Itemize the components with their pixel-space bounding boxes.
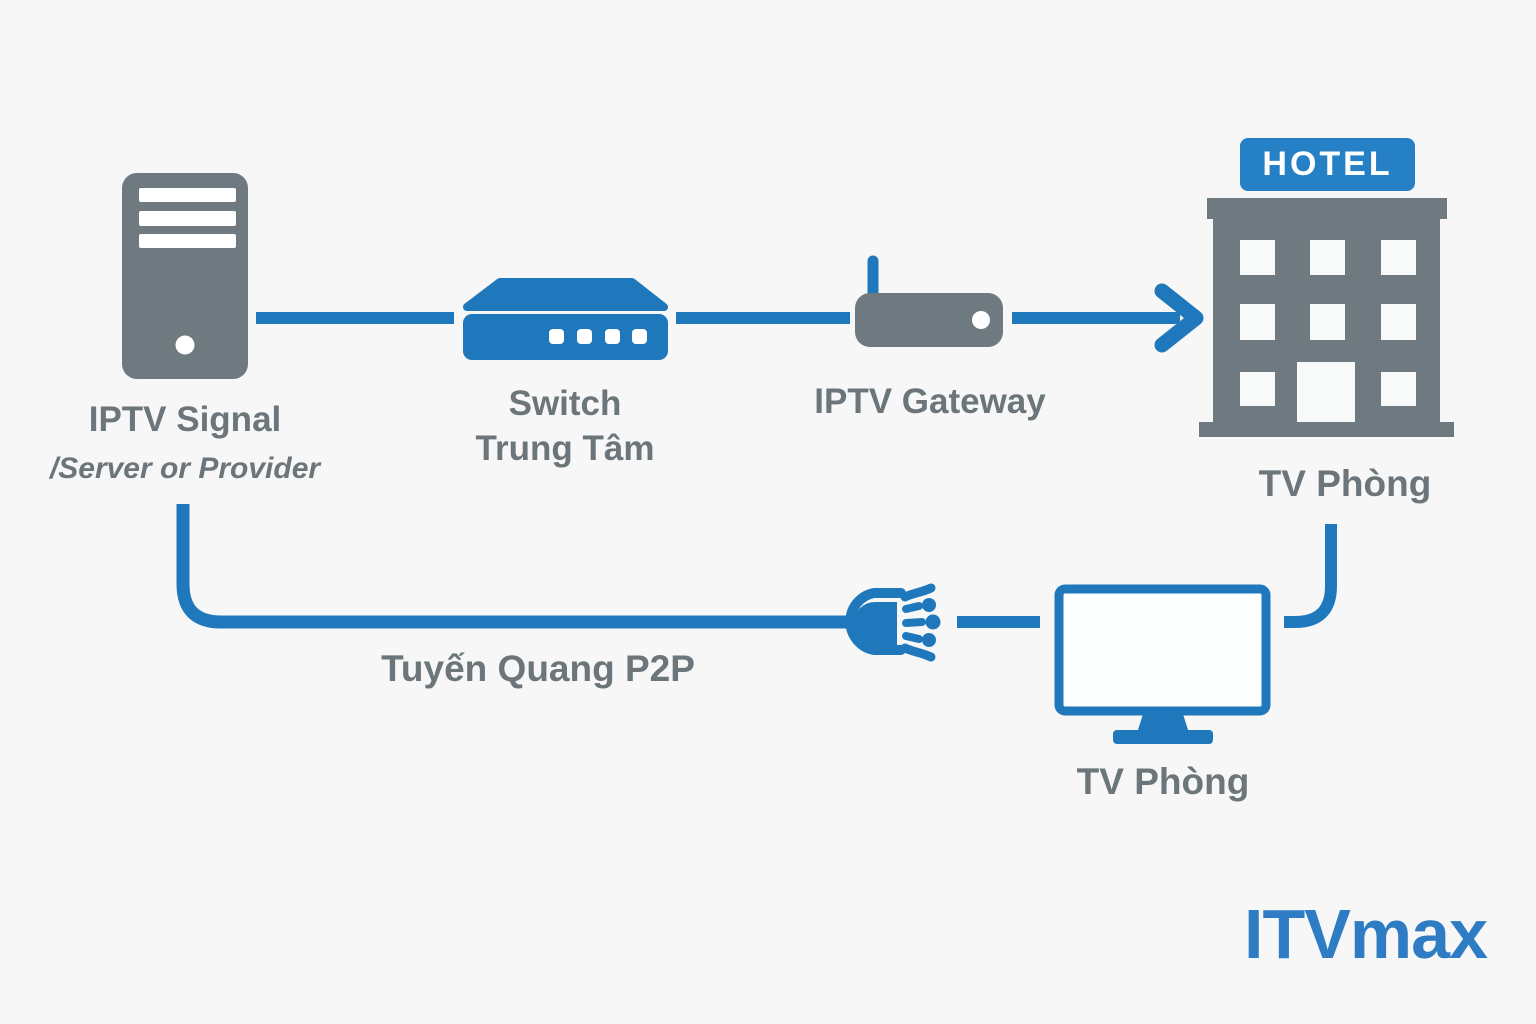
tv-label: TV Phòng [1076, 761, 1250, 802]
hotel-tv-label: TV Phòng [1258, 463, 1432, 504]
hotel-sign [1240, 138, 1415, 191]
itvmax-logo: ITVmax [1244, 895, 1488, 973]
server-label: IPTV Signal [88, 400, 282, 439]
gateway-label: IPTV Gateway [814, 382, 1046, 421]
link-hotel-tv [1284, 524, 1337, 628]
switch-label-line2: Trung Tâm [475, 429, 655, 468]
router-icon [855, 255, 1003, 347]
tv-monitor-icon [1054, 584, 1271, 744]
switch-label: Switch Trung Tâm [415, 381, 715, 471]
hotel-building-icon [1199, 138, 1454, 437]
fiber-link-label: Tuyến Quang P2P [381, 648, 695, 689]
fiber-connector-icon [845, 583, 941, 662]
switch-label-line1: Switch [508, 384, 622, 423]
network-switch-icon [463, 278, 668, 360]
arrow-right-icon [1012, 283, 1204, 353]
server-sublabel: /Server or Provider [49, 452, 321, 485]
link-fiber-p2p [176, 504, 846, 629]
server-tower-icon [122, 173, 248, 379]
hotel-sign-text: HOTEL [1262, 145, 1393, 183]
